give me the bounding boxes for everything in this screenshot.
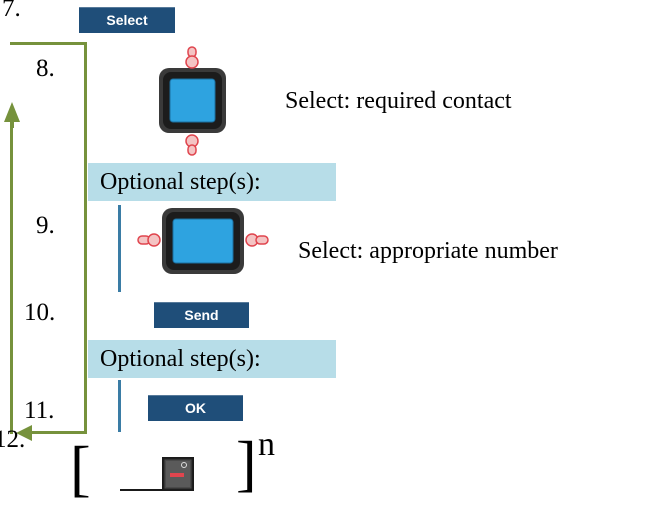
loop-line-top xyxy=(10,42,86,45)
repeat-bracket-open: [ xyxy=(70,435,91,503)
finger-up-icon xyxy=(185,46,199,69)
optional-indent-line-2 xyxy=(118,380,121,432)
optional-steps-label-2: Optional step(s): xyxy=(88,340,336,378)
optional-indent-line-1 xyxy=(118,205,121,292)
finger-left-icon xyxy=(137,233,161,247)
step9-instruction: Select: appropriate number xyxy=(298,238,558,264)
loop-line-left xyxy=(10,112,13,434)
navigation-pad-left-right-icon xyxy=(137,208,269,274)
step-number-9: 9. xyxy=(36,212,55,239)
step8-instruction: Select: required contact xyxy=(285,88,512,114)
end-call-key-icon[interactable] xyxy=(118,451,198,493)
loop-line-bottom xyxy=(26,431,86,434)
repeat-superscript: n xyxy=(258,426,275,463)
step-number-10: 10. xyxy=(24,299,56,326)
ok-softkey-button[interactable]: OK xyxy=(148,395,243,421)
repeat-bracket-close: ] xyxy=(236,430,257,498)
loop-arrow-left-icon xyxy=(16,425,32,441)
optional-steps-label-1: Optional step(s): xyxy=(88,163,336,201)
loop-arrow-up-icon xyxy=(4,102,20,128)
step-number-8: 8. xyxy=(36,55,55,82)
navigation-pad-up-down-icon xyxy=(159,46,226,156)
finger-right-icon xyxy=(245,233,269,247)
send-softkey-button[interactable]: Send xyxy=(154,302,249,328)
loop-line-right xyxy=(84,42,87,434)
finger-down-icon xyxy=(185,134,199,156)
step-number-12: 12. xyxy=(0,426,26,453)
select-softkey-button[interactable]: Select xyxy=(79,7,175,33)
step-number-11: 11. xyxy=(24,397,55,424)
step-number-7: 7. xyxy=(2,0,21,22)
